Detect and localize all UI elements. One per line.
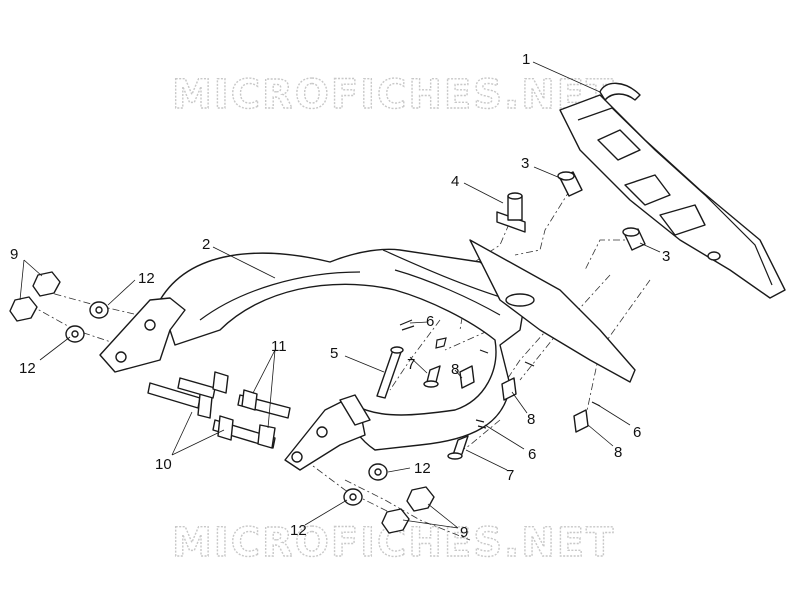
callout-12-left-top: 12 bbox=[138, 270, 155, 287]
nuts bbox=[9, 271, 435, 534]
callout-6-mid: 6 bbox=[528, 446, 536, 463]
callout-8-mid: 8 bbox=[527, 411, 535, 428]
callout-1: 1 bbox=[522, 51, 530, 68]
callout-6-right: 6 bbox=[633, 424, 641, 441]
washers bbox=[65, 301, 388, 506]
short-bolts bbox=[237, 389, 291, 449]
license-plate-holder bbox=[559, 82, 786, 299]
callout-8-right: 8 bbox=[614, 444, 622, 461]
callout-4: 4 bbox=[451, 173, 459, 190]
grab-rail bbox=[99, 239, 636, 471]
callout-12-left-bottom: 12 bbox=[19, 360, 36, 377]
spacer-lower bbox=[622, 227, 646, 251]
leader-lines bbox=[19, 61, 661, 529]
callout-10: 10 bbox=[155, 456, 172, 473]
callout-6-top: 6 bbox=[426, 313, 434, 330]
callout-9-left: 9 bbox=[10, 246, 18, 263]
callout-8-top: 8 bbox=[451, 361, 459, 378]
callout-12-right-top: 12 bbox=[414, 460, 431, 477]
grommet bbox=[496, 192, 526, 233]
spacer-upper bbox=[557, 171, 583, 197]
pins bbox=[423, 365, 469, 460]
callout-3-upper: 3 bbox=[521, 155, 529, 172]
callout-7-bottom: 7 bbox=[506, 467, 514, 484]
callout-7-top: 7 bbox=[407, 356, 415, 373]
callout-labels: 1 2 3 3 4 5 6 6 6 7 7 8 8 8 9 9 10 11 12… bbox=[10, 51, 670, 541]
callout-2: 2 bbox=[202, 236, 210, 253]
watermark-top: MICROFICHES.NET bbox=[172, 72, 615, 118]
inserts bbox=[459, 365, 589, 433]
callout-3-lower: 3 bbox=[662, 248, 670, 265]
callout-12-right-bottom: 12 bbox=[290, 522, 307, 539]
callout-5: 5 bbox=[330, 345, 338, 362]
callout-9-bottom: 9 bbox=[460, 524, 468, 541]
callout-11: 11 bbox=[271, 338, 287, 355]
long-pin bbox=[376, 346, 404, 399]
